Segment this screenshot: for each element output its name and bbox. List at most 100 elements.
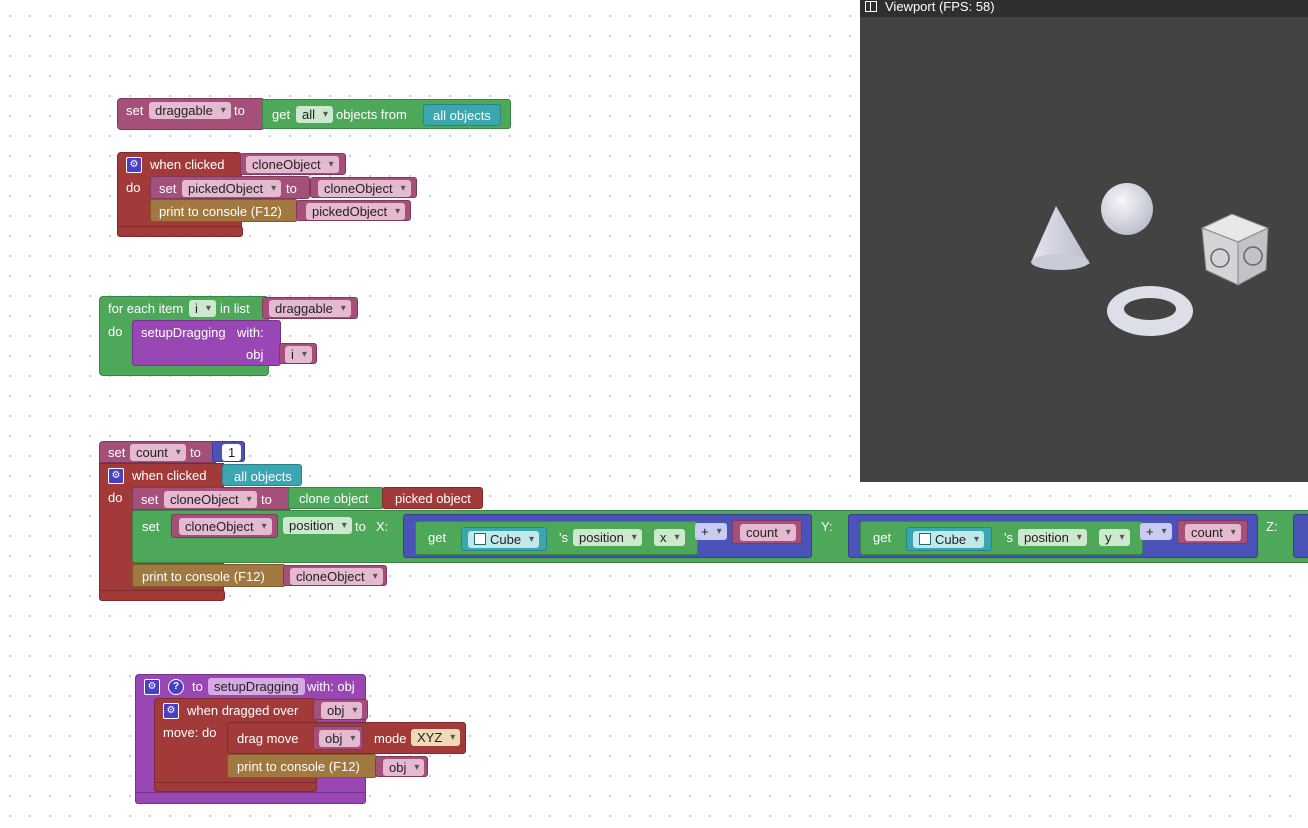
mode-dropdown[interactable]: XYZ	[411, 729, 461, 746]
cube-icon	[474, 533, 486, 545]
cube-label: Cube	[490, 532, 522, 547]
set-label: set	[141, 492, 159, 507]
clone-object-dropdown-2[interactable]: cloneObject	[318, 180, 411, 197]
gear-icon[interactable]: ⚙	[163, 703, 179, 719]
cube-icon	[919, 533, 931, 545]
objects-from-label: objects from	[336, 107, 407, 122]
sphere-object[interactable]	[1101, 183, 1153, 235]
y-position-dropdown[interactable]: position	[1018, 529, 1087, 546]
picked-object-block[interactable]: picked object	[382, 487, 483, 509]
gear-icon[interactable]: ⚙	[126, 157, 142, 173]
picked-object-label: picked object	[395, 491, 471, 506]
x-get-position-block[interactable]: get Cube 's position x	[415, 521, 698, 555]
count-initial-value[interactable]: 1	[222, 444, 242, 461]
print-clone-object-dropdown[interactable]: cloneObject	[290, 568, 383, 585]
y-get-position-block[interactable]: get Cube 's position y	[860, 521, 1143, 555]
do-label: do	[108, 490, 123, 505]
set-draggable-block[interactable]: set draggable to	[117, 98, 265, 130]
draggable-dropdown[interactable]: draggable	[269, 300, 351, 317]
clone-object-var-dropdown[interactable]: cloneObject	[164, 491, 257, 508]
print-console-block[interactable]: print to console (F12)	[227, 754, 377, 778]
procedure-name-field[interactable]: setupDragging	[208, 678, 305, 695]
picked-object-value-block[interactable]: pickedObject	[296, 200, 411, 221]
z-add-block[interactable]	[1293, 514, 1308, 558]
get-label: get	[428, 530, 447, 545]
x-position-dropdown[interactable]: position	[573, 529, 642, 546]
torus-object[interactable]	[1107, 286, 1193, 336]
do-label: do	[126, 180, 141, 195]
position-property-dropdown[interactable]: position	[283, 517, 352, 534]
when-clicked-footer	[117, 226, 243, 237]
print-console-block[interactable]: print to console (F12)	[132, 564, 286, 587]
x-count-block[interactable]: count	[732, 520, 802, 544]
picked-object-dropdown-2[interactable]: pickedObject	[306, 203, 406, 220]
cone-object[interactable]	[1031, 206, 1090, 270]
dragged-obj-dropdown[interactable]: obj	[321, 702, 363, 719]
y-operator-dropdown[interactable]: +	[1140, 523, 1172, 540]
draggable-var-dropdown[interactable]: draggable	[149, 102, 231, 119]
all-objects-label: all objects	[433, 108, 491, 123]
print-obj-dropdown[interactable]: obj	[383, 759, 425, 776]
setup-dragging-label: setupDragging	[141, 325, 226, 340]
i-value-block[interactable]: i	[279, 343, 317, 364]
get-all-objects-block[interactable]: get all objects from all objects	[262, 99, 511, 129]
help-icon[interactable]: ?	[168, 679, 184, 695]
x-count-dropdown[interactable]: count	[740, 524, 796, 541]
in-list-label: in list	[220, 301, 250, 316]
count-var-dropdown[interactable]: count	[130, 444, 186, 461]
all-objects-block[interactable]: all objects	[423, 104, 501, 126]
picked-object-dropdown[interactable]: pickedObject	[182, 180, 282, 197]
mode-label: mode	[374, 731, 407, 746]
y-cube-block[interactable]: Cube	[906, 527, 992, 551]
viewport-scene[interactable]	[860, 0, 1308, 482]
set-count-block[interactable]: set count to	[99, 441, 216, 463]
y-cube-dropdown[interactable]: Cube	[913, 531, 985, 548]
call-setup-dragging-block[interactable]: setupDragging with: obj	[132, 320, 281, 366]
draggable-list-block[interactable]: draggable	[262, 297, 358, 319]
to-label: to	[355, 519, 366, 534]
print-obj-block[interactable]: obj	[375, 756, 428, 777]
cube-object[interactable]	[1200, 213, 1270, 286]
x-cube-dropdown[interactable]: Cube	[468, 531, 540, 548]
drag-move-obj-block[interactable]: obj	[313, 726, 363, 750]
x-cube-block[interactable]: Cube	[461, 527, 547, 551]
number-block[interactable]: 1	[212, 441, 245, 462]
y-axis-dropdown[interactable]: y	[1099, 529, 1130, 546]
to-label: to	[190, 445, 201, 460]
y-count-dropdown[interactable]: count	[1185, 524, 1241, 541]
viewport-panel[interactable]: Viewport (FPS: 58)	[860, 0, 1308, 482]
print-clone-object-block[interactable]: cloneObject	[283, 565, 387, 586]
gear-icon[interactable]: ⚙	[108, 468, 124, 484]
obj-param-label: obj	[246, 347, 264, 362]
clone-object-dropdown[interactable]: cloneObject	[246, 156, 339, 173]
set-picked-object-block[interactable]: set pickedObject to	[150, 176, 310, 199]
clone-object-ref-dropdown[interactable]: cloneObject	[179, 518, 272, 535]
to-label: to	[192, 679, 203, 694]
all-objects-target-block[interactable]: all objects	[222, 464, 302, 486]
clone-object-value-block[interactable]: cloneObject	[240, 153, 346, 175]
i-dropdown[interactable]: i	[285, 346, 312, 363]
print-console-block[interactable]: print to console (F12)	[150, 199, 298, 222]
clone-object-block[interactable]: clone object	[288, 487, 384, 509]
x-axis-dropdown[interactable]: x	[654, 529, 685, 546]
to-label: to	[286, 181, 297, 196]
y-label: Y:	[821, 519, 833, 534]
set-label: set	[126, 103, 144, 118]
with-label: with:	[237, 325, 264, 340]
viewport-titlebar[interactable]: Viewport (FPS: 58)	[860, 0, 1308, 17]
clone-object-value-block-2[interactable]: cloneObject	[310, 177, 417, 198]
set-label: set	[159, 181, 177, 196]
print-label: print to console (F12)	[237, 759, 360, 774]
x-operator-dropdown[interactable]: +	[695, 523, 727, 540]
print-label: print to console (F12)	[159, 204, 282, 219]
gear-icon[interactable]: ⚙	[144, 679, 160, 695]
item-var-dropdown[interactable]: i	[189, 300, 216, 317]
drag-move-obj-dropdown[interactable]: obj	[319, 730, 361, 747]
drag-move-label: drag move	[237, 731, 299, 746]
clone-object-ref-block[interactable]: cloneObject	[171, 514, 278, 538]
set-clone-object-block[interactable]: set cloneObject to	[132, 487, 292, 510]
all-dropdown[interactable]: all	[296, 106, 334, 123]
dragged-obj-block[interactable]: obj	[313, 699, 368, 720]
y-count-block[interactable]: count	[1177, 520, 1248, 544]
all-objects-label: all objects	[234, 469, 292, 484]
